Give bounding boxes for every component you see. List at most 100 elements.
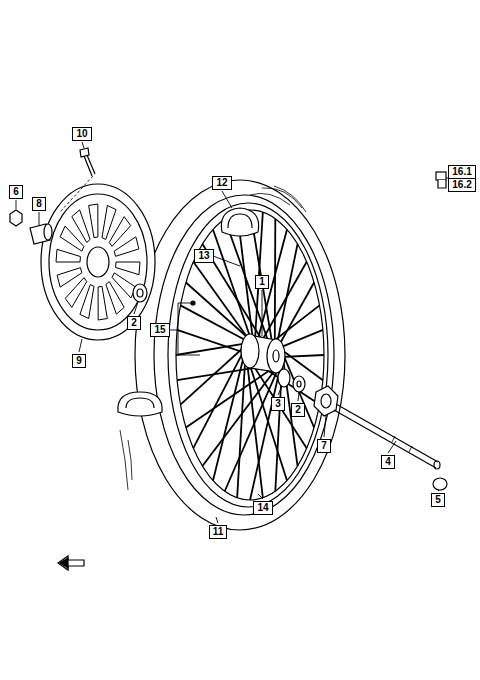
hub-flange [241, 334, 259, 368]
rim-inner [176, 210, 324, 500]
bolt-shank [84, 155, 95, 176]
spoke [237, 363, 245, 498]
forward-arrow-head [60, 558, 68, 568]
callout-text: 2 [295, 404, 301, 415]
callout-text: 2 [131, 317, 137, 328]
nut [10, 210, 22, 226]
callout-number: 3 [271, 397, 285, 411]
collar-bore [321, 394, 331, 408]
spoke [213, 229, 250, 336]
callout-text: 4 [385, 456, 391, 467]
callout-text: 10 [76, 128, 87, 139]
assembly-line [60, 176, 93, 212]
callout-number: 8 [32, 197, 46, 211]
tire [135, 180, 345, 530]
leader-lines [16, 142, 449, 523]
axle-cap [433, 478, 447, 490]
callout-text: 3 [275, 398, 281, 409]
tread [120, 430, 132, 490]
spacer [293, 376, 305, 392]
disk-slot [98, 286, 107, 320]
axle [334, 404, 438, 468]
callout-text: 5 [435, 494, 441, 505]
callout-text: 13 [198, 250, 209, 261]
callout-text: 6 [13, 186, 19, 197]
valve-cap [436, 172, 446, 180]
spacer [133, 284, 147, 302]
tire-section-inner [228, 214, 252, 228]
spoke [250, 369, 280, 500]
callout-number: 2 [127, 316, 141, 330]
callout-number: 10 [72, 127, 91, 141]
disk-center [87, 247, 109, 277]
collar-end [44, 224, 52, 240]
spoke [284, 356, 314, 427]
spoke [257, 229, 287, 343]
bearing [278, 369, 290, 387]
tread [250, 186, 306, 212]
callout-number: 16.2 [448, 178, 475, 192]
callout-text: 1 [259, 276, 265, 287]
callout-text: 7 [321, 440, 327, 451]
callout-number: 6 [9, 185, 23, 199]
spoke-nipple [191, 301, 195, 305]
spoke [180, 305, 244, 339]
callout-number: 5 [431, 493, 445, 507]
axle-end [434, 461, 440, 469]
callout-text: 9 [76, 355, 82, 366]
spoke [225, 219, 270, 346]
spoke [180, 349, 242, 405]
callout-number: 7 [317, 439, 331, 453]
spoke [225, 371, 278, 491]
disk-slot [114, 237, 139, 256]
disk-slot [57, 268, 82, 287]
callout-number: 4 [381, 455, 395, 469]
disk-slot [116, 262, 140, 275]
callout-text: 16.1 [452, 166, 471, 177]
callout-number: 14 [253, 501, 272, 515]
callout-number: 1 [255, 275, 269, 289]
disk-slot [56, 249, 80, 262]
spoke [193, 354, 242, 448]
callout-number: 12 [212, 176, 231, 190]
spacer-bore [297, 381, 301, 387]
valve-core [438, 180, 446, 188]
disk-slot [89, 204, 98, 238]
callout-number: 2 [291, 403, 305, 417]
hub-flange [267, 339, 285, 373]
callout-text: 12 [216, 177, 227, 188]
collar [314, 386, 338, 416]
disk-slot [112, 273, 136, 298]
brake-disk-inner [49, 194, 147, 330]
brake-disk [41, 184, 155, 340]
callout-number: 13 [194, 249, 213, 263]
disk-slot [60, 226, 84, 251]
spoke [213, 359, 243, 481]
disk-slots [56, 204, 140, 320]
callout-text: 15 [154, 324, 165, 335]
tire-inner-wall [154, 195, 334, 515]
callout-text: 14 [257, 502, 268, 513]
spokes [176, 210, 324, 500]
callout-text: 16.2 [452, 179, 471, 190]
spoke [278, 244, 298, 341]
spoke [202, 371, 274, 466]
spacer-bore [137, 289, 143, 297]
axle-detail [392, 436, 412, 452]
spoke [282, 330, 323, 347]
callout-number: 9 [72, 354, 86, 368]
callout-text: 11 [213, 526, 224, 537]
tire-section-top [221, 208, 258, 236]
rim [168, 203, 328, 507]
callout-number: 11 [209, 525, 228, 539]
hub-bore [273, 350, 279, 362]
callout-text: 8 [36, 198, 42, 209]
tire-section-bottom [118, 392, 162, 416]
forward-arrow [58, 556, 84, 570]
disk-slot [106, 282, 124, 315]
disk-slot [72, 210, 90, 243]
callout-number: 16.1 [448, 165, 475, 179]
callout-number: 15 [150, 323, 169, 337]
